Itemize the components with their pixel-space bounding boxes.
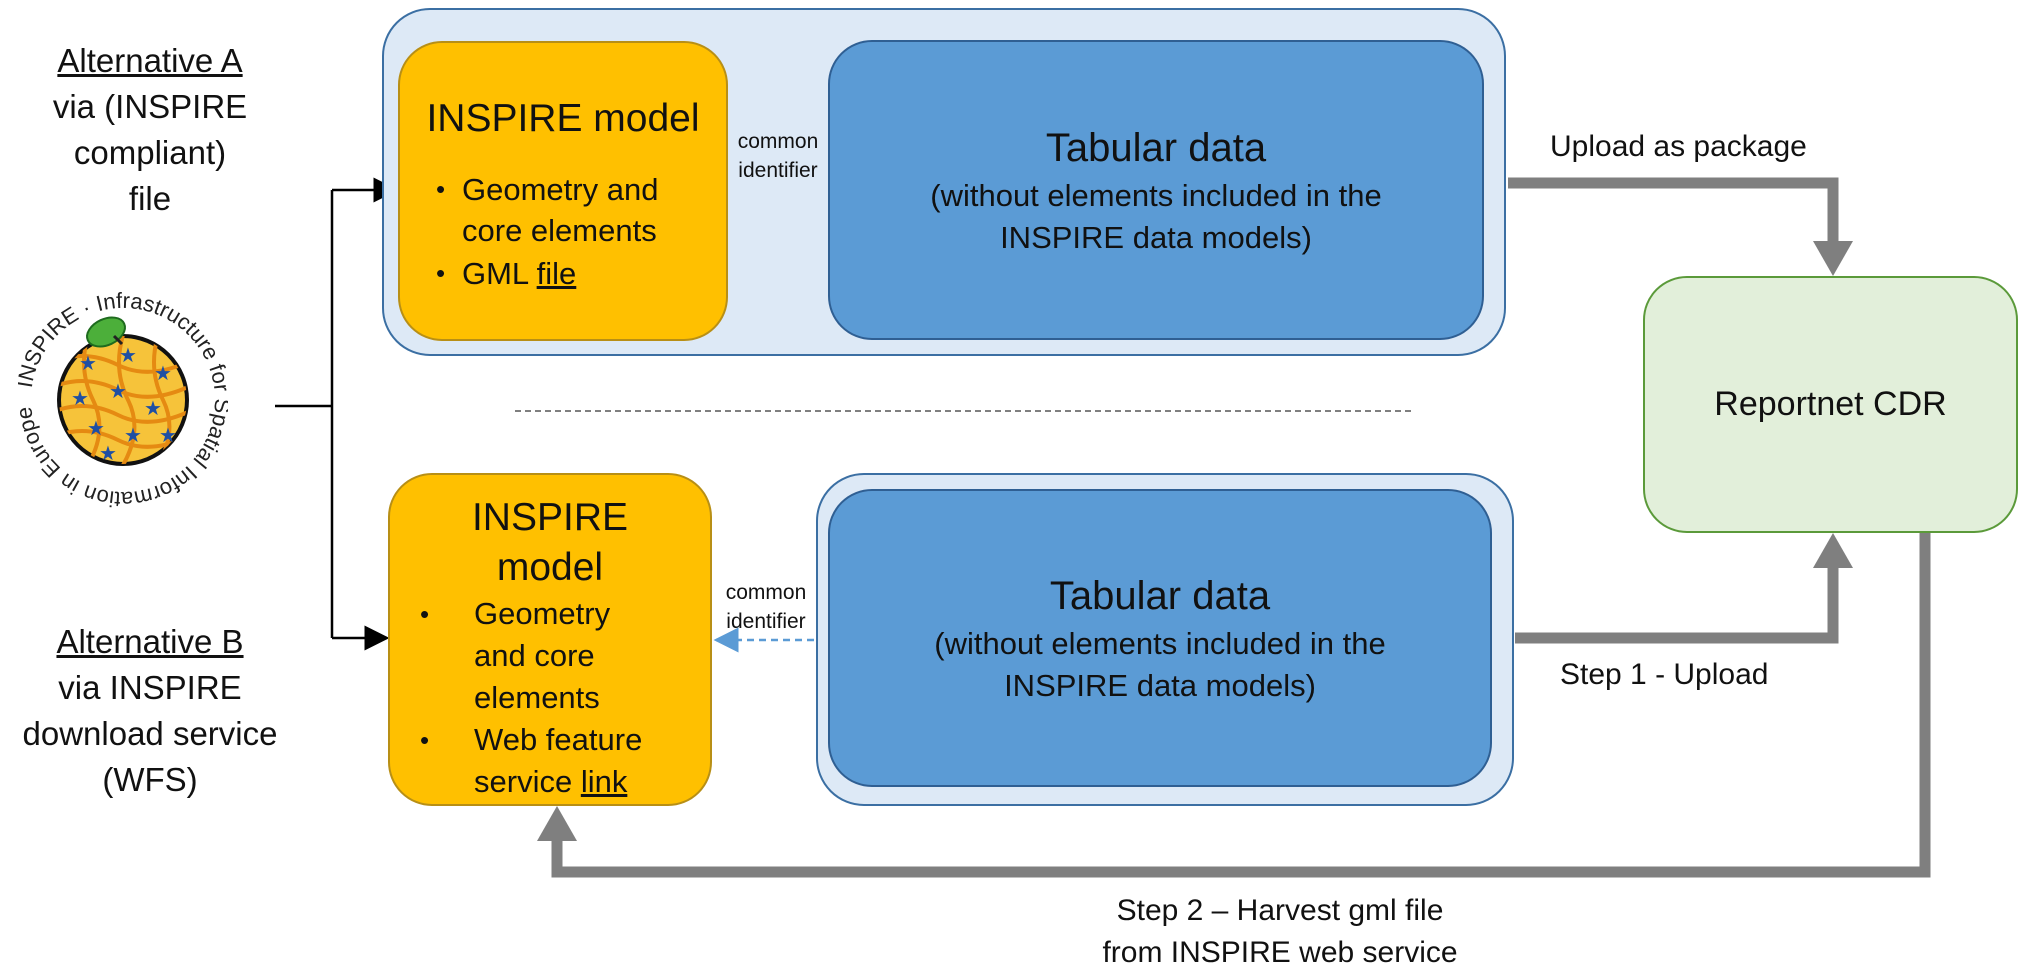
reportnet-cdr-box: Reportnet CDR — [1643, 276, 2018, 533]
alternative-a-line: compliant) — [73, 134, 227, 171]
svg-text:★: ★ — [79, 351, 97, 375]
bullet-item: • Web feature service link — [420, 722, 643, 799]
tabular-data-b: Tabular data (without elements included … — [828, 489, 1492, 787]
svg-text:★: ★ — [119, 343, 137, 367]
upload-package-arrowhead — [1813, 241, 1853, 276]
svg-text:★: ★ — [154, 361, 172, 385]
step2-label: Step 2 – Harvest gml file from INSPIRE w… — [1102, 894, 1458, 969]
tabular-data-title: Tabular data — [1045, 126, 1267, 170]
inspire-model-a: INSPIRE model •Geometry and core element… — [398, 41, 728, 341]
reportnet-cdr-label: Reportnet CDR — [1714, 385, 1947, 423]
svg-text:★: ★ — [99, 441, 117, 465]
tabular-data-subtitle: (without elements included in the — [930, 178, 1382, 213]
bullet-item: •Geometry and core elements — [436, 172, 659, 248]
tabular-data-subtitle: (without elements included in the — [934, 626, 1386, 661]
upload-package-label: Upload as package — [1550, 130, 1807, 163]
step2-arrowhead — [537, 806, 577, 841]
wfs-link[interactable]: link — [580, 764, 628, 799]
step2-flow — [551, 525, 1931, 878]
svg-text:★: ★ — [87, 416, 105, 440]
step1-flow — [1515, 565, 1839, 644]
step1-arrowhead — [1813, 533, 1853, 568]
alternative-b-line: via INSPIRE — [58, 669, 242, 706]
alternative-a-title: Alternative A — [57, 42, 243, 79]
alternative-b-line: download service — [22, 715, 278, 752]
svg-text:★: ★ — [144, 396, 162, 420]
inspire-model-title: INSPIRE model — [471, 496, 629, 589]
logo-branch-line — [275, 190, 334, 638]
tabular-data-a: Tabular data (without elements included … — [828, 40, 1484, 340]
inspire-logo: INSPIRE · Infrastructure for Spatial Inf… — [18, 288, 228, 510]
common-identifier-label-a: common identifier — [737, 130, 819, 182]
alternative-a-label: Alternative A via (INSPIRE compliant) fi… — [0, 38, 300, 222]
gml-file-link[interactable]: file — [536, 256, 577, 291]
alternative-b-line: (WFS) — [102, 761, 198, 798]
inspire-model-title: INSPIRE model — [426, 97, 700, 140]
alternative-a-line: via (INSPIRE — [52, 88, 248, 125]
svg-text:★: ★ — [159, 423, 177, 447]
tabular-data-subtitle: INSPIRE data models) — [1004, 668, 1316, 703]
bullet-item: •GML file — [436, 256, 577, 291]
common-identifier-label-b: common identifier — [725, 581, 807, 633]
tabular-data-title: Tabular data — [1049, 574, 1271, 618]
svg-text:★: ★ — [109, 379, 127, 403]
alternative-b-label: Alternative B via INSPIRE download servi… — [0, 619, 300, 803]
svg-text:★: ★ — [124, 423, 142, 447]
alternative-b-title: Alternative B — [56, 623, 244, 660]
svg-text:★: ★ — [71, 386, 89, 410]
step1-label: Step 1 - Upload — [1560, 658, 1769, 691]
alternative-a-line: file — [128, 180, 172, 217]
bullet-text: GML — [462, 256, 537, 291]
bullet-text: Geometry and core elements — [462, 172, 659, 248]
tabular-data-subtitle: INSPIRE data models) — [1000, 220, 1312, 255]
upload-package-flow — [1508, 177, 1839, 243]
